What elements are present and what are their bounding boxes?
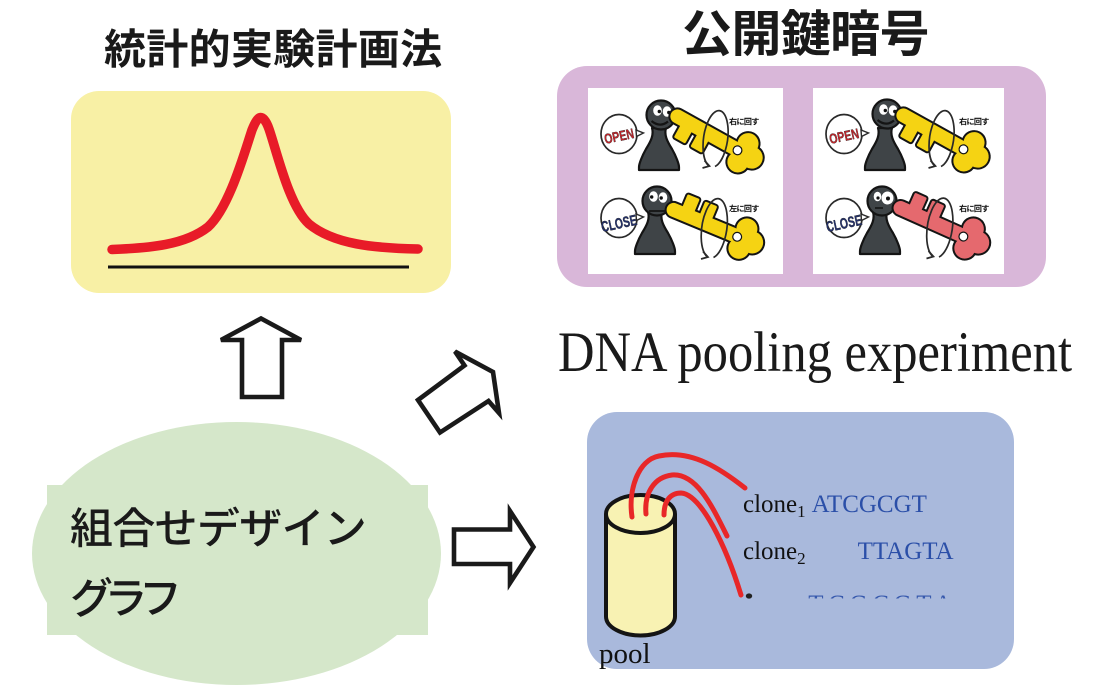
svg-text:DNA pooling experiment: DNA pooling experiment xyxy=(558,321,1072,384)
svg-text:.TCGCGTA: .TCGCGTA xyxy=(746,591,952,618)
svg-text:pool: pool xyxy=(599,638,651,670)
svg-text:OPEN: OPEN xyxy=(828,125,861,147)
svg-text:OPEN: OPEN xyxy=(603,125,636,147)
